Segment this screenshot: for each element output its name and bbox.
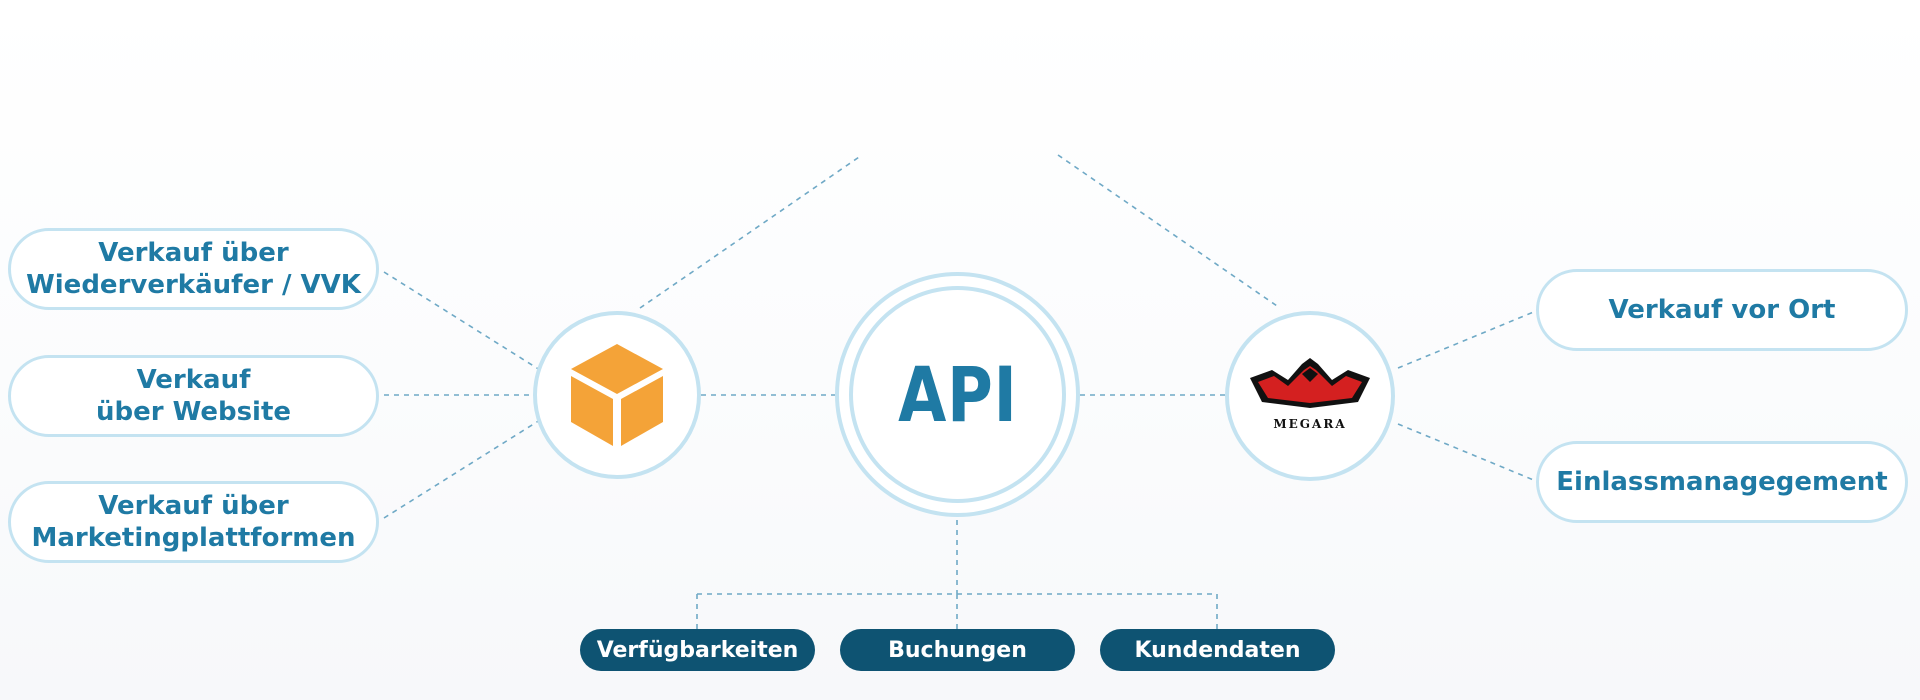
tag-kundendaten: Kundendaten [1100, 629, 1335, 671]
node-verkauf-marketingplattformen: Verkauf über Marketingplattformen [8, 481, 379, 563]
node-verkauf-vor-ort: Verkauf vor Ort [1536, 269, 1908, 351]
megara-logo-text: MEGARA [1273, 417, 1346, 431]
orange-cube-icon [571, 344, 663, 446]
node-verkauf-wiederverkaeufer: Verkauf über Wiederverkäufer / VVK [8, 228, 379, 310]
left-hub [533, 311, 701, 479]
connector-wiederverkaeufer [383, 271, 541, 371]
connector-marketing [383, 419, 541, 519]
node-verkauf-website: Verkauf über Website [8, 355, 379, 437]
tag-verfuegbarkeiten: Verfügbarkeiten [580, 629, 815, 671]
connector-upper-right [1057, 154, 1281, 309]
node-einlassmanagement: Einlassmanagegement [1536, 441, 1908, 523]
megara-logo: MEGARA [1250, 358, 1370, 431]
connector-einlass [1397, 423, 1537, 482]
connector-upper-left [639, 154, 863, 309]
api-hub: API [849, 286, 1066, 503]
connector-vor-ort [1397, 310, 1537, 369]
right-hub: MEGARA [1225, 311, 1395, 481]
tag-buchungen: Buchungen [840, 629, 1075, 671]
api-label: API [897, 350, 1018, 439]
